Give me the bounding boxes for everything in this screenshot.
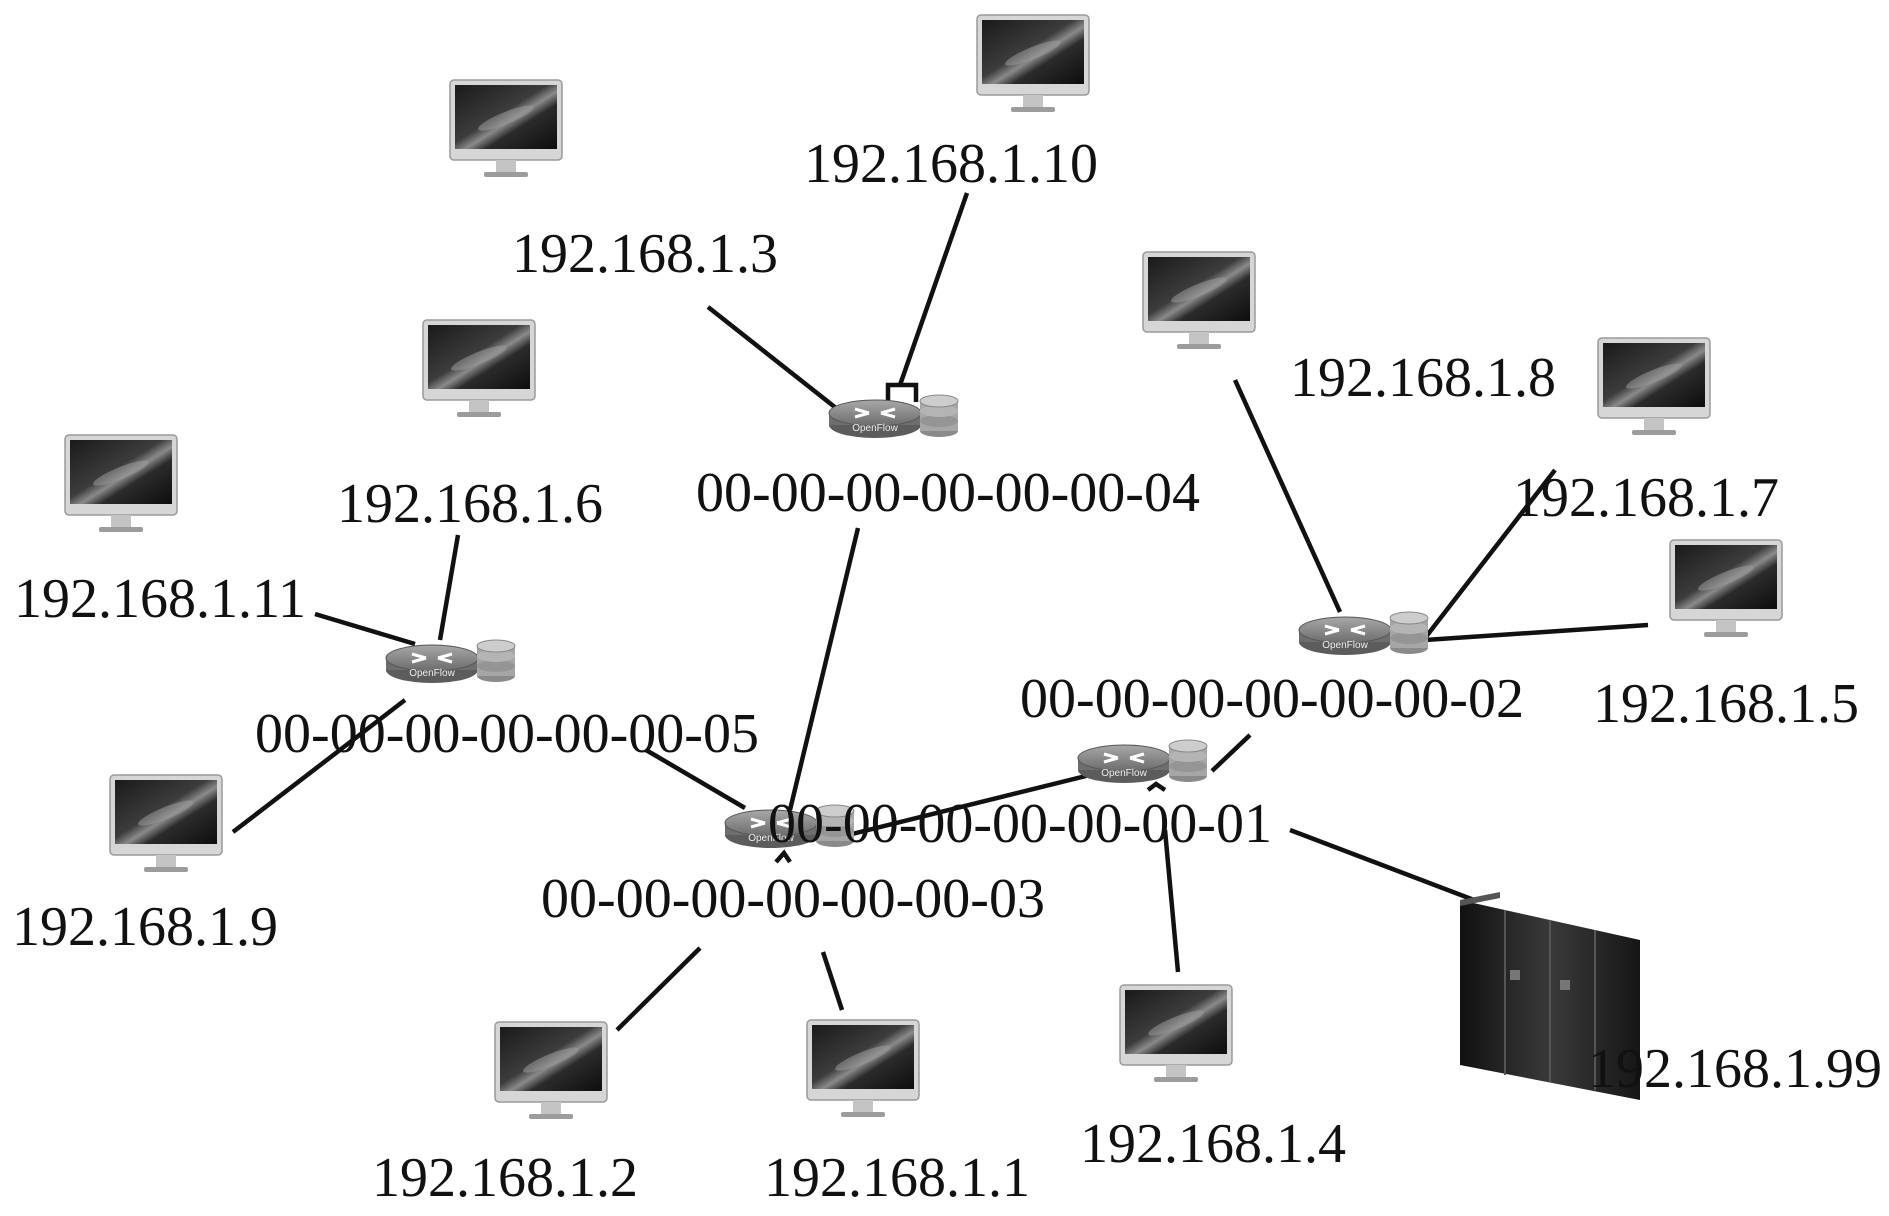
link-s3-s5 — [644, 748, 747, 810]
host-label-h4: 192.168.1.4 — [1080, 1113, 1346, 1175]
link-s1-s2 — [1210, 733, 1252, 773]
host-label-h6: 192.168.1.6 — [337, 473, 603, 535]
switch-label-s1: 00-00-00-00-00-00-01 — [768, 793, 1272, 855]
switch-label-s3: 00-00-00-00-00-00-03 — [541, 868, 1045, 930]
link-s3-h1 — [820, 951, 845, 1011]
switch-label-s2: 00-00-00-00-00-00-02 — [1020, 668, 1524, 730]
link-layer — [231, 192, 1649, 1032]
link-s5-h6 — [437, 534, 461, 641]
link-s1-h4 — [1162, 829, 1181, 973]
link-s4-h3 — [706, 305, 838, 410]
host-label-h7: 192.168.1.7 — [1513, 467, 1779, 529]
monitor-icon[interactable] — [806, 1019, 920, 1118]
host-label-h5: 192.168.1.5 — [1593, 673, 1859, 735]
host-label-h1: 192.168.1.1 — [764, 1147, 1030, 1209]
monitor-icon[interactable] — [1142, 251, 1256, 350]
port-stub — [885, 382, 919, 402]
link-s1-h99 — [1289, 827, 1475, 903]
link-s4-h10 — [897, 192, 970, 386]
link-s3-h2 — [615, 946, 702, 1032]
host-label-h2: 192.168.1.2 — [372, 1147, 638, 1209]
monitor-icon[interactable] — [1597, 337, 1711, 436]
link-s3-s1 — [847, 767, 1111, 838]
openflow-switch-icon[interactable] — [1076, 738, 1209, 785]
icon-layer — [64, 14, 1783, 1120]
host-label-h99: 192.168.1.99 — [1588, 1038, 1882, 1100]
link-s5-h11 — [314, 611, 416, 647]
switch-label-s4: 00-00-00-00-00-00-04 — [696, 462, 1200, 524]
host-label-h9: 192.168.1.9 — [12, 896, 278, 958]
link-s2-h8 — [1232, 379, 1343, 613]
link-s2-h5 — [1424, 622, 1649, 643]
monitor-icon[interactable] — [64, 434, 178, 533]
monitor-icon[interactable] — [449, 79, 563, 178]
link-s3-s4 — [787, 527, 861, 811]
monitor-icon[interactable] — [1119, 984, 1233, 1083]
port-stub — [1146, 781, 1167, 792]
monitor-icon[interactable] — [976, 14, 1090, 113]
link-s5-h9 — [231, 698, 407, 834]
host-label-h8: 192.168.1.8 — [1290, 347, 1556, 409]
monitor-icon[interactable] — [1669, 539, 1783, 638]
switch-label-s5: 00-00-00-00-00-00-05 — [255, 703, 759, 765]
port-stub — [774, 849, 792, 864]
host-label-h10: 192.168.1.10 — [804, 133, 1098, 195]
label-layer: 00-00-00-00-00-00-01 00-00-00-00-00-00-02… — [12, 133, 1882, 1209]
openflow-switch-icon[interactable] — [384, 638, 517, 685]
host-label-h11: 192.168.1.11 — [14, 568, 306, 630]
server-rack-icon[interactable] — [1460, 892, 1640, 1100]
monitor-icon[interactable] — [494, 1021, 608, 1120]
link-s2-h7 — [1423, 468, 1557, 640]
monitor-icon[interactable] — [109, 774, 223, 873]
host-label-h3: 192.168.1.3 — [512, 223, 778, 285]
monitor-icon[interactable] — [422, 319, 536, 418]
openflow-switch-icon[interactable] — [827, 393, 960, 440]
openflow-switch-icon[interactable] — [1297, 610, 1430, 657]
